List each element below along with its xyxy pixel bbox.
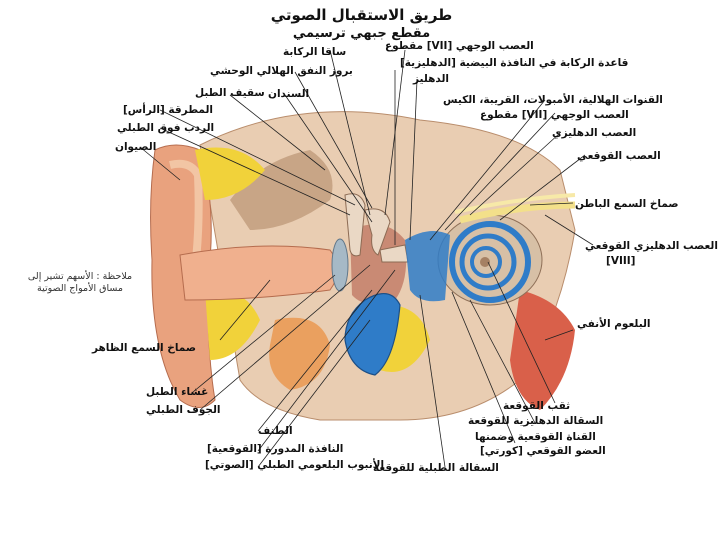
label-tympanic-membrane: غشاء الطبل — [146, 386, 209, 398]
page-subtitle: مقطع جبهي ترسيمي — [292, 26, 431, 41]
auricle-cartilage — [169, 159, 203, 261]
note-text: ملاحظة : الأسهم تشير إلى مساق الأمواج ال… — [27, 271, 133, 294]
label-external-acoustic-meatus: صماخ السمع الظاهر — [92, 342, 196, 354]
label-lateral-semicircular-prominence: بروز النفق الهلالي الوحشي — [210, 65, 353, 77]
label-scala-vestibuli: السقالة الدهليزية للقوقعة — [468, 415, 604, 427]
label-auricle: الصيوان — [115, 141, 157, 153]
cochlea-turn-2 — [459, 233, 517, 291]
nasopharynx-muscle — [510, 290, 575, 410]
label-internal-acoustic-meatus: صماخ السمع الباطن — [575, 198, 679, 210]
label-stapes: الطنف — [258, 425, 293, 437]
label-auditory-tube: الأنبوب البلعومي الطبلي [الصوتي] — [205, 459, 385, 471]
tympanic-cavity — [350, 224, 407, 304]
fat-upper — [195, 147, 265, 200]
label-semicircular-canals: القنوات الهلالية، الأمبولات، القريبة، ال… — [443, 94, 663, 106]
cochlea-turn-3 — [470, 246, 502, 278]
bone-cells — [230, 150, 333, 230]
label-epitympanic-recess: الردب فوق الطبلي — [117, 122, 215, 134]
page-title: طريق الاستقبال الصوتي — [270, 6, 453, 24]
vestibular-labyrinth — [405, 231, 450, 302]
label-incus: السندان — [268, 88, 310, 100]
label-vestibulocochlear-nerve-num: [VIII] — [606, 255, 636, 267]
label-vestibulocochlear-nerve: العصب الدهليزي القوقعي — [585, 240, 718, 252]
label-malleus: المطرقة [الرأس] — [123, 104, 213, 116]
cochlea-apex — [480, 257, 490, 267]
label-facial-nerve-cut-top: العصب الوجهي [VII] مقطوع — [385, 40, 534, 52]
label-nasopharynx: البلعوم الأنفي — [577, 318, 651, 330]
cochlea-turn-1 — [449, 221, 531, 303]
label-facial-nerve-cut: العصب الوجهي [VII] مقطوع — [480, 109, 629, 121]
label-helicotrema: ثقب القوقعة — [503, 400, 571, 412]
label-round-window: النافذة المدورة [القوقعية] — [207, 443, 344, 455]
auditory-tube — [344, 293, 401, 376]
label-tympanic-cavity: الجوف الطبلي — [146, 404, 221, 416]
parotid-lump — [269, 317, 330, 390]
label-vestibule: الدهليز — [413, 73, 449, 85]
label-scala-tympani: السقالة الطبلية للقوقعة — [373, 462, 499, 474]
label-cochlear-nerve: العصب القوقعي — [577, 150, 661, 162]
cochlear-nerve — [459, 201, 576, 224]
label-vestibular-nerve: العصب الدهليزي — [552, 127, 637, 139]
label-stapes-base-oval-window: قاعدة الركابة في النافذة البيضية [الدهلي… — [400, 57, 629, 69]
malleus-shape — [344, 193, 366, 257]
label-tegmen-tympani: سقيف الطبل — [195, 87, 265, 99]
tympanic-membrane — [331, 238, 349, 292]
label-cochlear-duct: القناة القوقعية وضمنها — [475, 431, 596, 443]
vestibular-nerve — [454, 193, 576, 214]
label-stapes-limbs: ساقا الركابة — [283, 46, 347, 58]
label-organ-of-corti: العضو القوقعي [كورتي] — [480, 445, 606, 457]
leader-lines — [139, 49, 594, 468]
